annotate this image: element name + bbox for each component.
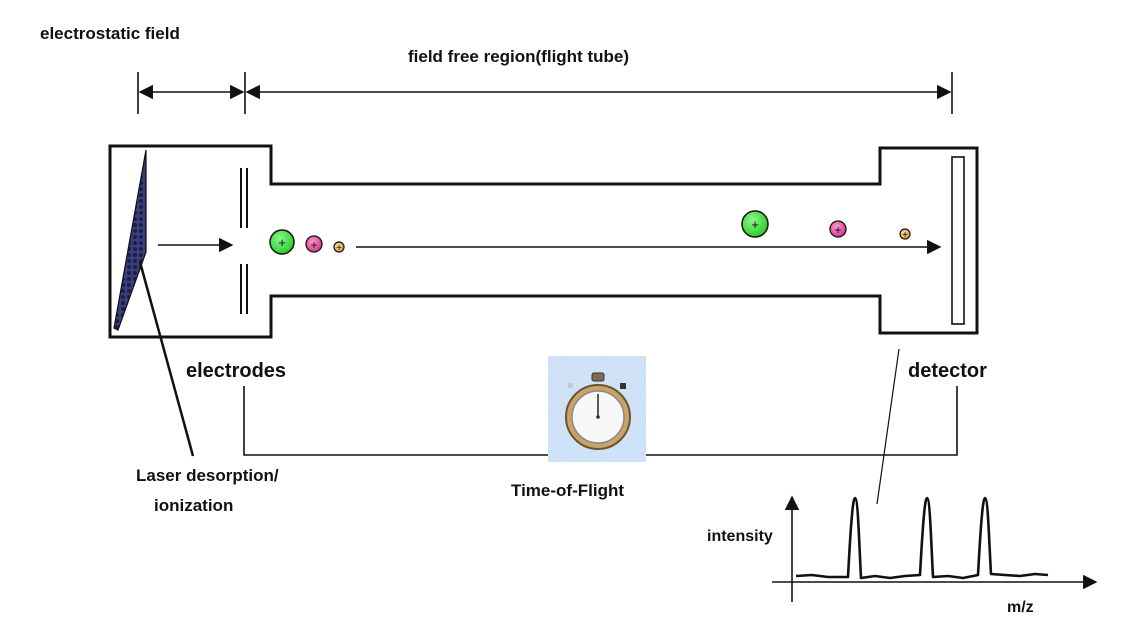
laser-pointer-line [138, 261, 195, 457]
time-of-flight-label: Time-of-Flight [511, 481, 624, 500]
detector-pointer-line [876, 348, 900, 505]
laser-desorption-label: Laser desorption/ [136, 466, 279, 485]
detector-label: detector [908, 360, 987, 382]
svg-text:+: + [834, 223, 841, 237]
spectrum-trace [795, 496, 1049, 580]
detector-plate [951, 156, 965, 325]
electrostatic-field-dimension [137, 72, 246, 114]
svg-text:+: + [310, 238, 317, 252]
sample-plate [113, 149, 147, 331]
ionization-label: ionization [154, 496, 233, 515]
electrodes-label: electrodes [186, 360, 286, 382]
mz-label: m/z [1007, 599, 1034, 616]
instrument-outline [108, 144, 979, 339]
electrostatic-field-label: electrostatic field [40, 24, 180, 43]
mass-spectrum-inset: intensity m/z [707, 495, 1098, 616]
ion-medium-source: + [305, 235, 323, 253]
ion-large-flight: + [741, 210, 769, 238]
svg-text:+: + [902, 230, 908, 241]
ion-small-flight: + [899, 228, 911, 241]
intensity-label: intensity [707, 528, 773, 545]
svg-text:+: + [336, 243, 342, 254]
ion-medium-flight: + [829, 220, 847, 238]
flight-tube-dimension [245, 72, 953, 114]
electrodes-grid [240, 168, 248, 314]
svg-text:+: + [278, 235, 286, 250]
stopwatch-icon [548, 356, 646, 462]
field-free-region-label: field free region(flight tube) [408, 47, 629, 66]
svg-text:+: + [751, 217, 759, 232]
ion-large-source: + [269, 229, 295, 255]
ion-small-source: + [333, 241, 345, 254]
